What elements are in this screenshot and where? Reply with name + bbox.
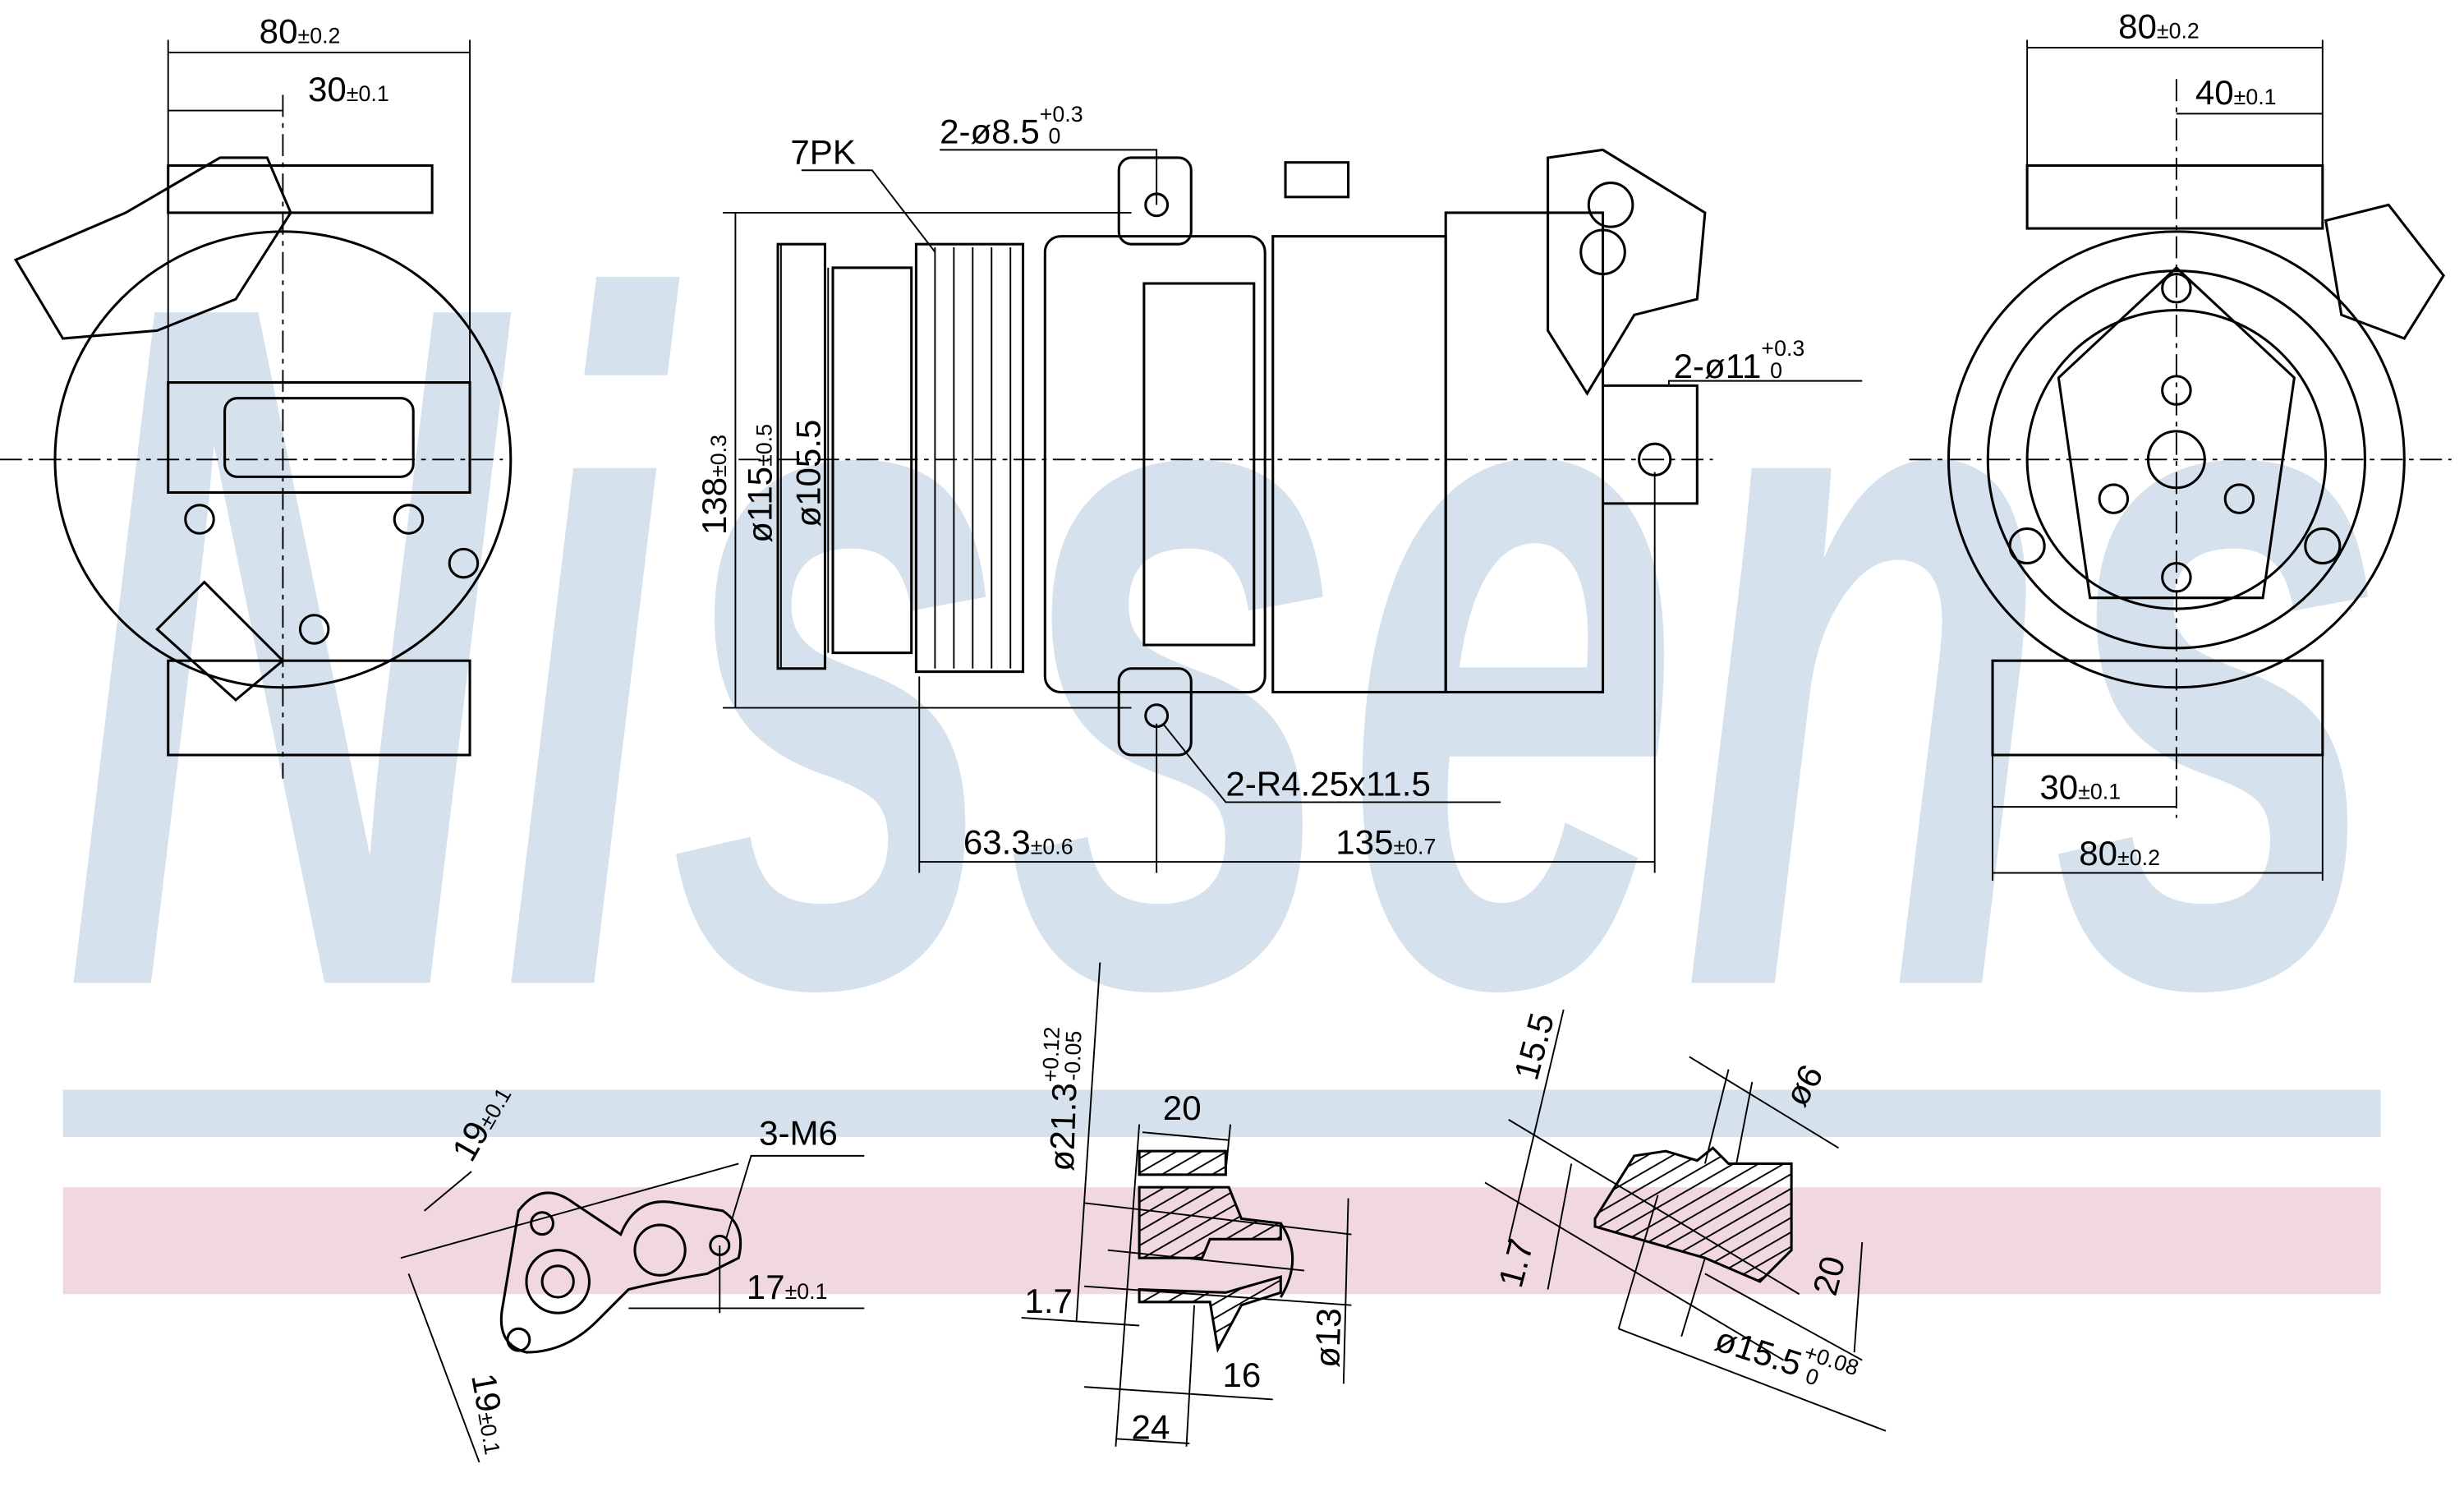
- right-width-bottom-dim: 80±0.2: [2079, 834, 2160, 872]
- flange-dim-c: 17±0.1: [747, 1268, 828, 1306]
- slot-dim: 2-R4.25x11.5: [1225, 765, 1431, 803]
- port2-width-dim: 20: [1805, 1252, 1853, 1299]
- clutch-diameter-dim: ø105.5: [789, 420, 828, 527]
- mount-distance-dim: 135±0.7: [1335, 823, 1436, 862]
- height-dim: 138±0.3: [695, 435, 733, 535]
- right-view-compressor: [1909, 39, 2452, 882]
- right-offset-top-dim: 40±0.1: [2195, 73, 2277, 112]
- port2-diameter-dim: ø15.5+0.080: [1710, 1313, 1861, 1402]
- left-offset-dim: 30±0.1: [308, 70, 389, 108]
- port1-step-dim: 1.7: [1024, 1282, 1073, 1320]
- flange-thread-label: 3-M6: [759, 1113, 838, 1152]
- right-width-top-dim: 80±0.2: [2118, 7, 2200, 46]
- band-blue: [62, 1089, 2381, 1137]
- pulley-diameter-dim: ø115±0.5: [740, 424, 779, 543]
- flange-dim-b: 19±0.1: [464, 1370, 516, 1457]
- port1-diameter-dim: ø21.3+0.12-0.05: [1035, 1026, 1087, 1172]
- belt-label: 7PK: [790, 133, 856, 172]
- pulley-distance-dim: 63.3±0.6: [963, 823, 1073, 862]
- port-detail-1: [1021, 962, 1352, 1447]
- port1-len24-dim: 24: [1132, 1407, 1170, 1446]
- side-view-compressor: [723, 148, 1863, 873]
- left-width-dim: 80±0.2: [260, 12, 341, 50]
- left-view-compressor: [0, 39, 513, 779]
- port1-bore-dim: ø13: [1308, 1307, 1349, 1368]
- port-detail-2: [1484, 1009, 1887, 1432]
- flange-detail: [400, 1154, 865, 1463]
- port1-len16-dim: 16: [1223, 1356, 1262, 1394]
- right-offset-bottom-dim: 30±0.1: [2039, 768, 2121, 807]
- port1-width-dim: 20: [1163, 1089, 1202, 1127]
